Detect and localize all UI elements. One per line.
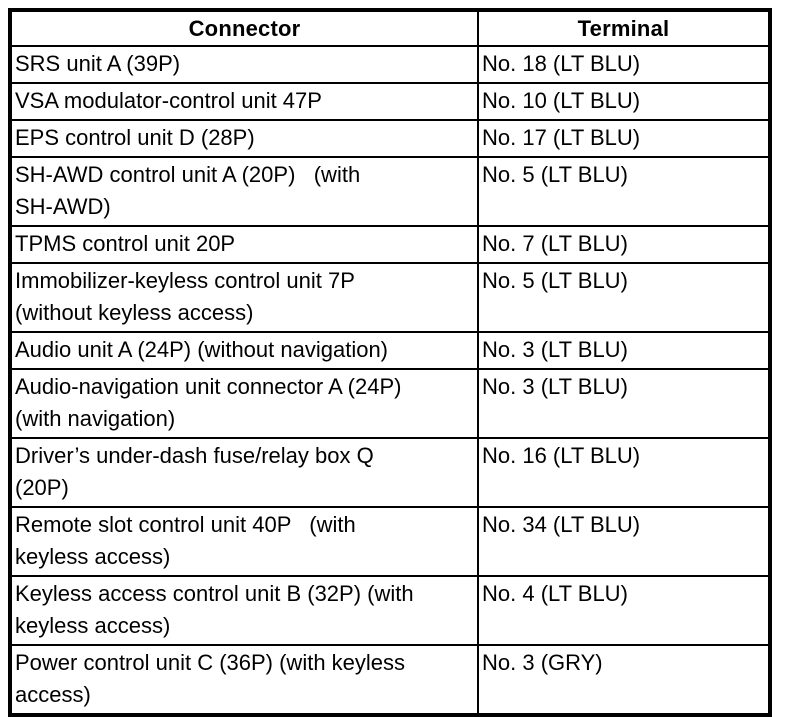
- terminal-cell: No. 10 (LT BLU): [477, 82, 771, 121]
- table-row: Keyless access control unit B (32P) (wit…: [9, 575, 771, 646]
- terminal-cell: No. 5 (LT BLU): [477, 262, 771, 333]
- connector-cell: VSA modulator-control unit 47P: [9, 82, 479, 121]
- terminal-cell: No. 7 (LT BLU): [477, 225, 771, 264]
- connector-cell: EPS control unit D (28P): [9, 119, 479, 158]
- terminal-cell: No. 34 (LT BLU): [477, 506, 771, 577]
- table-row: Immobilizer-keyless control unit 7P (wit…: [9, 262, 771, 333]
- terminal-cell: No. 5 (LT BLU): [477, 156, 771, 227]
- column-header-terminal: Terminal: [477, 9, 771, 47]
- terminal-cell: No. 3 (LT BLU): [477, 331, 771, 370]
- connector-cell: Audio-navigation unit connector A (24P) …: [9, 368, 479, 439]
- connector-cell: TPMS control unit 20P: [9, 225, 479, 264]
- table-row: SRS unit A (39P)No. 18 (LT BLU): [9, 45, 771, 84]
- table-row: Driver’s under-dash fuse/relay box Q (20…: [9, 437, 771, 508]
- table-row: Audio unit A (24P) (without navigation)N…: [9, 331, 771, 370]
- connector-cell: SRS unit A (39P): [9, 45, 479, 84]
- terminal-cell: No. 3 (GRY): [477, 644, 771, 716]
- terminal-cell: No. 4 (LT BLU): [477, 575, 771, 646]
- connector-cell: Audio unit A (24P) (without navigation): [9, 331, 479, 370]
- table-row: Power control unit C (36P) (with keyless…: [9, 644, 771, 716]
- table-header-row: Connector Terminal: [9, 9, 771, 47]
- terminal-cell: No. 18 (LT BLU): [477, 45, 771, 84]
- connector-cell: Keyless access control unit B (32P) (wit…: [9, 575, 479, 646]
- connector-cell: Power control unit C (36P) (with keyless…: [9, 644, 479, 716]
- table-row: Remote slot control unit 40P (with keyle…: [9, 506, 771, 577]
- table-row: SH-AWD control unit A (20P) (with SH-AWD…: [9, 156, 771, 227]
- connector-cell: Remote slot control unit 40P (with keyle…: [9, 506, 479, 577]
- table-row: EPS control unit D (28P)No. 17 (LT BLU): [9, 119, 771, 158]
- column-header-connector: Connector: [9, 9, 479, 47]
- connector-cell: Immobilizer-keyless control unit 7P (wit…: [9, 262, 479, 333]
- terminal-cell: No. 3 (LT BLU): [477, 368, 771, 439]
- table-row: Audio-navigation unit connector A (24P) …: [9, 368, 771, 439]
- terminal-cell: No. 16 (LT BLU): [477, 437, 771, 508]
- connector-cell: SH-AWD control unit A (20P) (with SH-AWD…: [9, 156, 479, 227]
- terminal-cell: No. 17 (LT BLU): [477, 119, 771, 158]
- connector-cell: Driver’s under-dash fuse/relay box Q (20…: [9, 437, 479, 508]
- connector-terminal-table: Connector Terminal SRS unit A (39P)No. 1…: [8, 8, 772, 717]
- table-body: SRS unit A (39P)No. 18 (LT BLU)VSA modul…: [9, 45, 771, 716]
